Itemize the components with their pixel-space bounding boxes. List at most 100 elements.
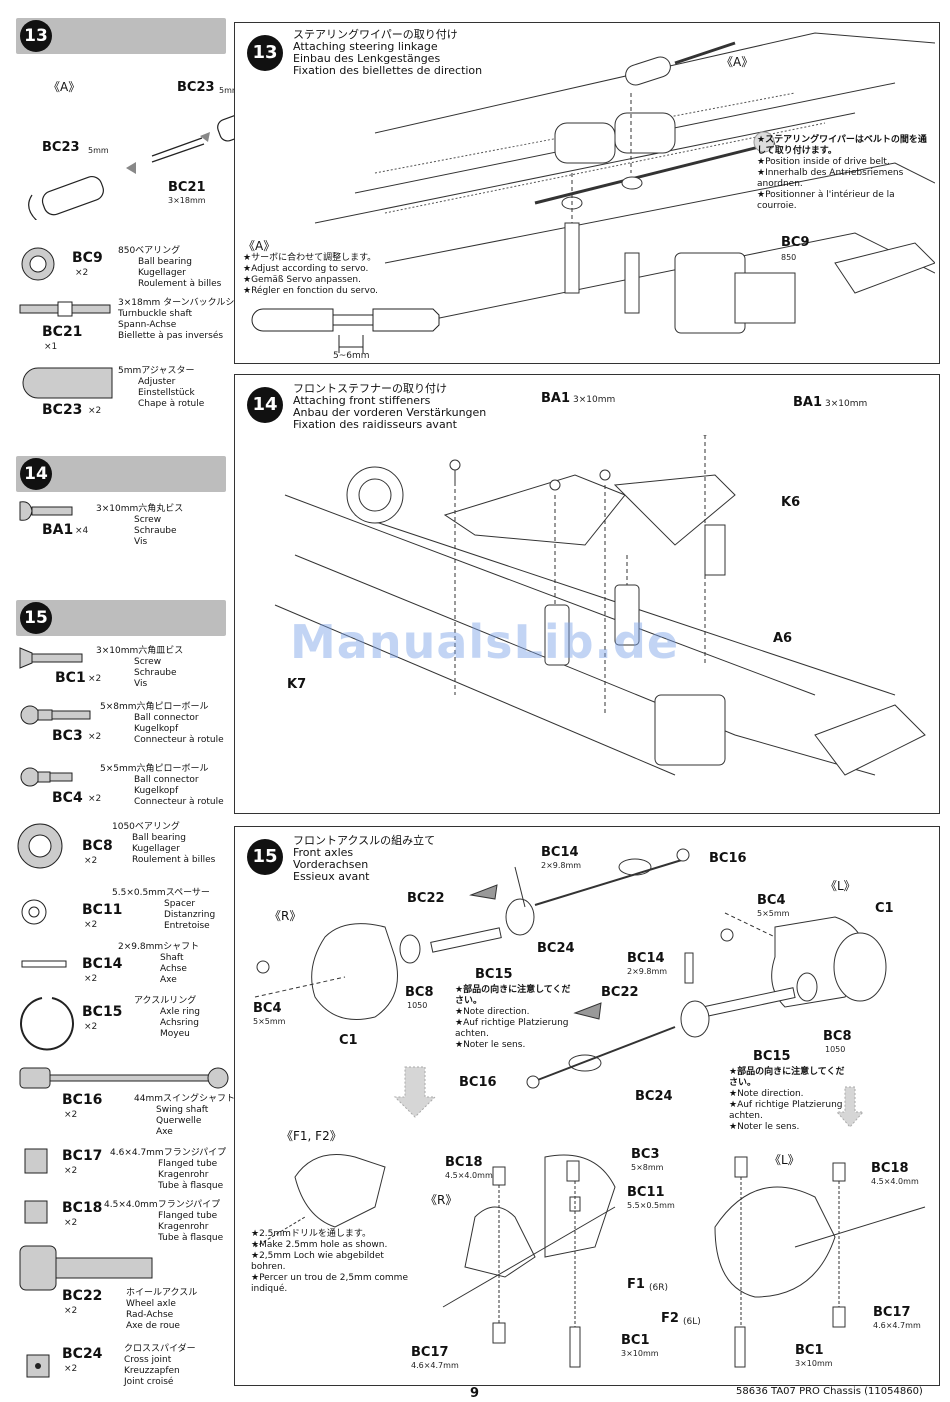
panel-step-13: 13 ステアリングワイパーの取り付け Attaching steering li… bbox=[234, 22, 940, 364]
part-code-bc11: BC11 bbox=[82, 902, 123, 918]
bc23-adjuster-icon bbox=[20, 366, 120, 402]
panel-15-bc18-b: BC18 bbox=[871, 1161, 909, 1176]
panel-14-a6: A6 bbox=[773, 631, 793, 646]
bc24-cross-joint-icon bbox=[24, 1352, 54, 1382]
part-code-ba1: BA1 bbox=[42, 522, 74, 538]
part-code-bc3: BC3 bbox=[52, 728, 83, 744]
panel-15-bc14-b-size: 2×9.8mm bbox=[627, 967, 668, 976]
panel-step-14: 14 フロントステフナーの取り付け Attaching front stiffe… bbox=[234, 374, 940, 814]
panel-13-inset-note: ★サーボに合わせて調整します。 ★Adjust according to ser… bbox=[243, 253, 379, 296]
part-desc-bc17: 4.6×4.7mmフランジパイプ Flanged tube Kragenrohr… bbox=[110, 1148, 227, 1191]
panel-15-bc1-b-size: 3×10mm bbox=[795, 1359, 833, 1368]
panel-15-bc18-a: BC18 bbox=[445, 1155, 483, 1170]
bc21-size: 3×18mm bbox=[168, 196, 206, 205]
part-qty-bc8: ×2 bbox=[84, 856, 98, 866]
part-qty-bc15: ×2 bbox=[84, 1022, 98, 1032]
bc21-shaft-icon bbox=[18, 298, 118, 320]
panel-15-drill-note: ★2.5mmドリルを通します。 ★Make 2.5mm hole as show… bbox=[251, 1229, 408, 1294]
part-qty-bc9: ×2 bbox=[75, 268, 89, 278]
panel-13-bc9-sub: 850 bbox=[781, 253, 797, 262]
part-code-bc15: BC15 bbox=[82, 1004, 123, 1020]
panel-15-bc4-b-size: 5×5mm bbox=[757, 909, 790, 918]
part-qty-bc23: ×2 bbox=[88, 406, 102, 416]
panel-15-bc8-b-sub: 1050 bbox=[825, 1045, 846, 1054]
bc4-ball-connector-icon bbox=[20, 764, 76, 790]
part-code-bc18: BC18 bbox=[62, 1200, 103, 1216]
panel-15-bc22-a: BC22 bbox=[407, 891, 445, 906]
panel-15-bc8-b: BC8 bbox=[823, 1029, 852, 1044]
panel-13-inset-label: 《A》 bbox=[243, 239, 276, 253]
panel-15-bc1-a-size: 3×10mm bbox=[621, 1349, 659, 1358]
panel-13-label-a: 《A》 bbox=[721, 55, 754, 69]
bc9-bearing-icon bbox=[20, 246, 60, 286]
page-number: 9 bbox=[470, 1386, 480, 1401]
panel-14-k7: K7 bbox=[287, 677, 307, 692]
part-desc-bc14: 2×9.8mmシャフト Shaft Achse Axe bbox=[118, 942, 200, 985]
bc22-wheel-axle-icon bbox=[18, 1244, 158, 1294]
panel-15-bc11: BC11 bbox=[627, 1185, 665, 1200]
panel-15-bc4-a: BC4 bbox=[253, 1001, 282, 1016]
panel-15-bc4-b: BC4 bbox=[757, 893, 786, 908]
part-desc-bc15: アクスルリング Axle ring Achsring Moyeu bbox=[134, 996, 200, 1039]
bc11-spacer-icon bbox=[20, 898, 50, 928]
panel-15-bc14-b: BC14 bbox=[627, 951, 665, 966]
part-code-bc21: BC21 bbox=[42, 324, 83, 340]
panel-15-bc17-b: BC17 bbox=[873, 1305, 911, 1320]
panel-15-bc4-a-size: 5×5mm bbox=[253, 1017, 286, 1026]
note-arrow-icon bbox=[753, 131, 775, 153]
panel-step-15: 15 フロントアクスルの組み立て Front axles Vorderachse… bbox=[234, 826, 940, 1386]
part-desc-bc11: 5.5×0.5mmスペーサー Spacer Distanzring Entret… bbox=[112, 888, 216, 931]
bc23-label-top: BC23 bbox=[177, 80, 215, 95]
part-desc-bc22: ホイールアクスル Wheel axle Rad-Achse Axe de rou… bbox=[126, 1288, 198, 1331]
part-code-bc17: BC17 bbox=[62, 1148, 103, 1164]
front-axle-drawing bbox=[235, 827, 939, 1385]
panel-15-bc15-b: BC15 bbox=[753, 1049, 791, 1064]
part-desc-bc4: 5×5mm六角ピローボール Ball connector Kugelkopf C… bbox=[100, 764, 224, 807]
panel-13-note: ★ステアリングワイパーはベルトの間を通して取り付けます。 ★Position i… bbox=[757, 135, 927, 211]
part-desc-bc24: クロススパイダー Cross joint Kreuzzapfen Joint c… bbox=[124, 1344, 196, 1387]
part-code-bc8: BC8 bbox=[82, 838, 113, 854]
panel-15-bc22-b: BC22 bbox=[601, 985, 639, 1000]
adjuster-gap-diagram bbox=[243, 305, 463, 361]
panel-15-bc17-a: BC17 bbox=[411, 1345, 449, 1360]
part-qty-bc18: ×2 bbox=[64, 1218, 78, 1228]
part-desc-ba1: 3×10mm六角丸ビス Screw Schraube Vis bbox=[96, 504, 184, 547]
panel-15-f2: F2 bbox=[661, 1311, 679, 1326]
watermark: ManualsLib.de bbox=[290, 615, 680, 669]
bc15-axle-ring-icon bbox=[18, 994, 78, 1054]
part-desc-bc23: 5mmアジャスター Adjuster Einstellstück Chape à… bbox=[118, 366, 205, 409]
panel-15-bc8-a: BC8 bbox=[405, 985, 434, 1000]
bc23-size-top: 5mm bbox=[219, 86, 240, 95]
panel-15-f1: F1 bbox=[627, 1277, 645, 1292]
panel-15-f-label: 《F1, F2》 bbox=[281, 1129, 342, 1143]
panel-14-ba1-right-size: 3×10mm bbox=[825, 399, 868, 409]
part-code-bc4: BC4 bbox=[52, 790, 83, 806]
part-desc-bc21: 3×18mm ターンバックルシャフト Turnbuckle shaft Span… bbox=[118, 298, 262, 341]
panel-15-title: フロントアクスルの組み立て Front axles Vorderachsen E… bbox=[293, 834, 436, 883]
panel-15-f1-sub: (6R) bbox=[649, 1283, 669, 1293]
panel-14-k6: K6 bbox=[781, 495, 801, 510]
panel-15-l-label: 《L》 bbox=[825, 879, 856, 893]
part-code-bc9: BC9 bbox=[72, 250, 103, 266]
part-qty-bc3: ×2 bbox=[88, 732, 102, 742]
panel-14-title: フロントステフナーの取り付け Attaching front stiffener… bbox=[293, 382, 487, 431]
panel-13-title: ステアリングワイパーの取り付け Attaching steering linka… bbox=[293, 28, 483, 77]
step-15-header: 15 bbox=[16, 600, 226, 636]
panel-15-note-b: ★部品の向きに注意してください。 ★Note direction. ★Auf r… bbox=[729, 1067, 845, 1132]
part-qty-bc24: ×2 bbox=[64, 1364, 78, 1374]
panel-15-r2-label: 《R》 bbox=[425, 1193, 458, 1207]
step-13-badge: 13 bbox=[20, 20, 52, 52]
panel-13-bc9-label: BC9 bbox=[781, 235, 810, 250]
part-code-bc1: BC1 bbox=[55, 670, 86, 686]
part-code-bc24: BC24 bbox=[62, 1346, 103, 1362]
sub-label-a: 《A》 bbox=[48, 80, 81, 94]
part-desc-bc9: 850ベアリング Ball bearing Kugellager Rouleme… bbox=[118, 246, 222, 289]
panel-15-bc3-size: 5×8mm bbox=[631, 1163, 664, 1172]
panel-15-bc18-b-size: 4.5×4.0mm bbox=[871, 1177, 919, 1186]
bc17-flanged-tube-icon bbox=[22, 1146, 52, 1176]
part-desc-bc18: 4.5×4.0mmフランジパイプ Flanged tube Kragenrohr… bbox=[104, 1200, 224, 1243]
part-desc-bc1: 3×10mm六角皿ビス Screw Schraube Vis bbox=[96, 646, 184, 689]
part-qty-bc21: ×1 bbox=[44, 342, 58, 352]
panel-15-bc24-a: BC24 bbox=[537, 941, 575, 956]
step-15-badge: 15 bbox=[20, 602, 52, 634]
